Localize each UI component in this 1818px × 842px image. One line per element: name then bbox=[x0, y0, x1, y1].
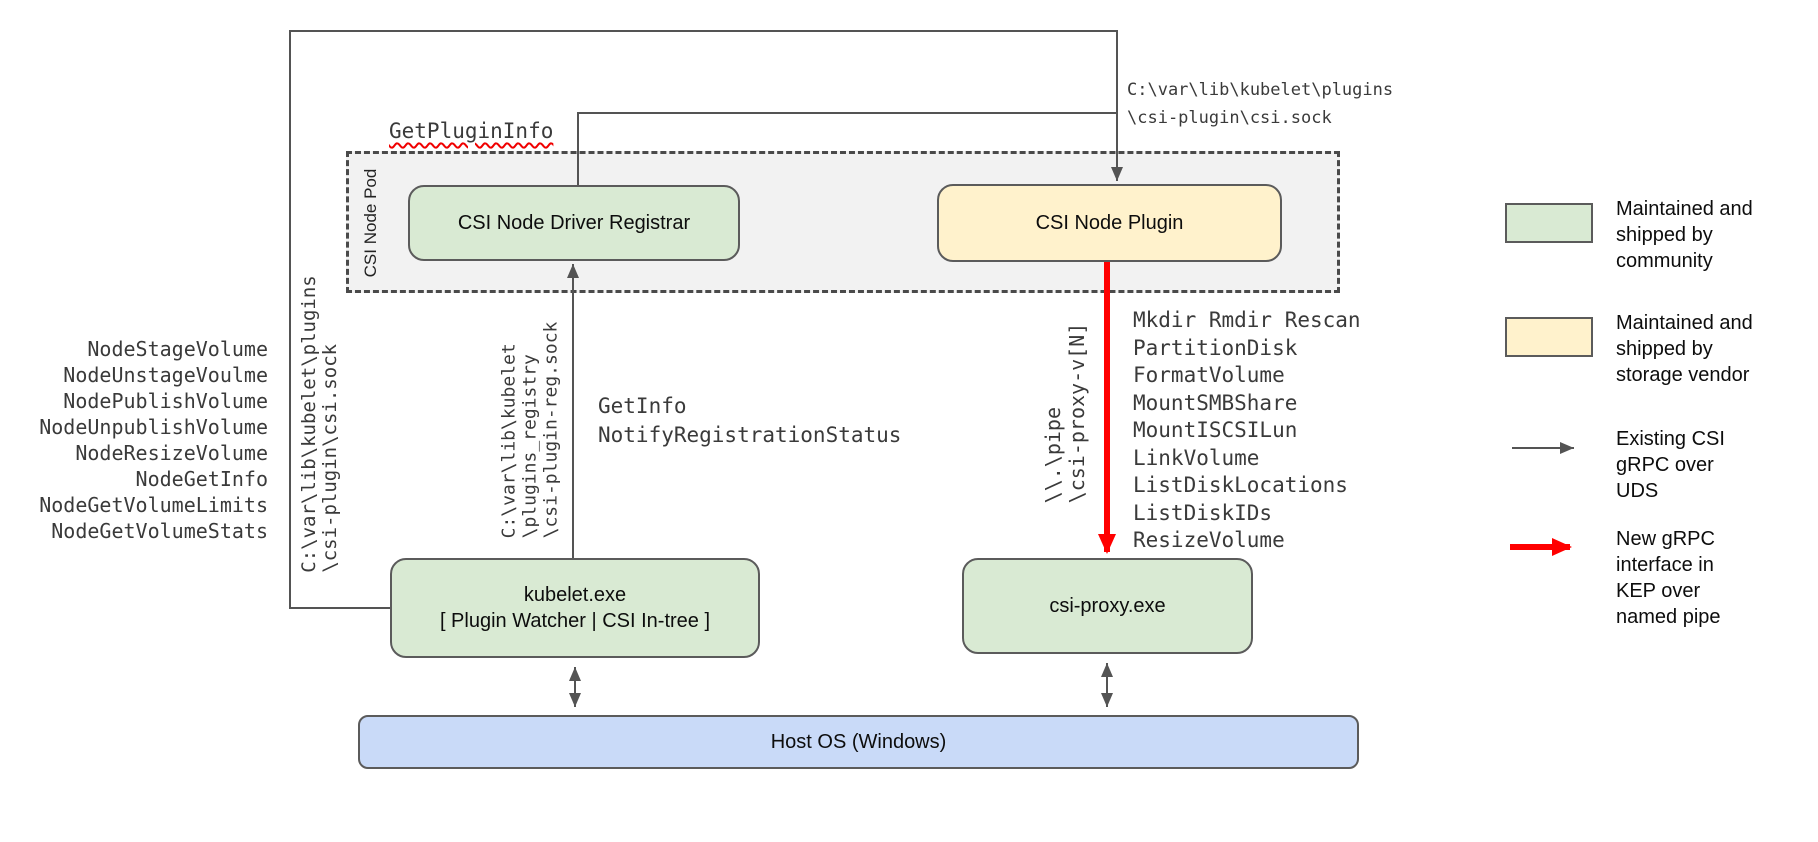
legend-named-pipe-label: New gRPC interface in KEP over named pip… bbox=[1616, 528, 1721, 628]
proxy-api-item: ResizeVolume bbox=[1133, 528, 1285, 552]
csi-proxy-label: csi-proxy.exe bbox=[1049, 595, 1166, 617]
kubelet-label-line1: kubelet.exe bbox=[523, 584, 627, 606]
registrar-box: CSI Node Driver Registrar bbox=[408, 185, 740, 261]
proxy-api-item: MountSMBShare bbox=[1133, 390, 1298, 415]
proxy-api-item: Mkdir Rmdir Rescan bbox=[1133, 308, 1361, 332]
get-plugin-info-label: GetPluginInfo bbox=[389, 119, 554, 143]
named-pipe-path-label: \\.\pipe \csi-proxy-v[N] bbox=[1041, 322, 1089, 504]
node-call-item: NodeGetVolumeLimits bbox=[39, 493, 268, 517]
legend-community-swatch-icon bbox=[1505, 203, 1593, 243]
reg-sock-path-label: C:\var\lib\kubelet \plugins_registry \cs… bbox=[498, 321, 562, 539]
kubelet-label-line2: [ Plugin Watcher | CSI In-tree ] bbox=[439, 610, 711, 632]
proxy-api-item: FormatVolume bbox=[1133, 363, 1285, 387]
csi-node-plugin-label: CSI Node Plugin bbox=[1035, 212, 1184, 234]
csi-sock-path-label-top: C:\var\lib\kubelet\plugins \csi-plugin\c… bbox=[1127, 80, 1394, 128]
host-os-label: Host OS (Windows) bbox=[770, 731, 947, 753]
legend-vendor-swatch-icon bbox=[1505, 317, 1593, 357]
proxy-api-item: ListDiskIDs bbox=[1133, 500, 1273, 525]
node-calls-list: NodeStageVolume NodeUnstageVoulme NodePu… bbox=[28, 336, 268, 544]
node-call-item: NodeUnpublishVolume bbox=[39, 415, 268, 439]
proxy-api-list: Mkdir Rmdir Rescan PartitionDisk FormatV… bbox=[1133, 307, 1361, 555]
node-call-item: NodeGetInfo bbox=[135, 467, 268, 491]
proxy-api-item: MountISCSILun bbox=[1133, 418, 1298, 442]
node-call-item: NodeUnstageVoulme bbox=[63, 363, 268, 387]
csi-sock-path-label-left: C:\var\lib\kubelet\plugins \csi-plugin\c… bbox=[298, 275, 341, 573]
proxy-api-item: PartitionDisk bbox=[1133, 335, 1298, 360]
wire-kubelet-to-plugin-arrow bbox=[289, 30, 1123, 609]
host-os-box: Host OS (Windows) bbox=[358, 715, 1359, 769]
proxy-api-item: LinkVolume bbox=[1133, 445, 1260, 470]
node-call-item: NodeGetVolumeStats bbox=[51, 519, 268, 543]
registration-calls-label: GetInfo NotifyRegistrationStatus bbox=[598, 394, 902, 447]
node-call-item: NodeResizeVolume bbox=[75, 441, 268, 465]
legend-community-label: Maintained and shipped by community bbox=[1616, 198, 1753, 272]
legend-uds-label: Existing CSI gRPC over UDS bbox=[1616, 428, 1725, 502]
csi-proxy-box: csi-proxy.exe bbox=[962, 558, 1253, 654]
csi-node-plugin-box: CSI Node Plugin bbox=[937, 184, 1282, 262]
proxy-api-item: ListDiskLocations bbox=[1133, 473, 1348, 497]
node-call-item: NodePublishVolume bbox=[63, 389, 268, 413]
registrar-label: CSI Node Driver Registrar bbox=[457, 212, 691, 234]
node-call-item: NodeStageVolume bbox=[87, 337, 268, 361]
legend-vendor-label: Maintained and shipped by storage vendor bbox=[1616, 312, 1753, 386]
kubelet-box: kubelet.exe [ Plugin Watcher | CSI In-tr… bbox=[390, 558, 760, 658]
wire-registrar-getplugininfo bbox=[577, 112, 1116, 187]
